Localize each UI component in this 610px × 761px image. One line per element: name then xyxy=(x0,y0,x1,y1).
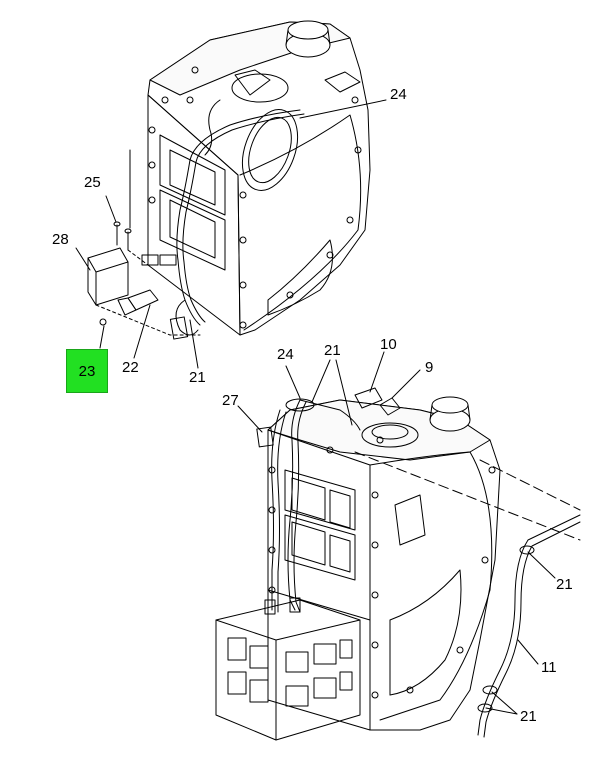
callout-24-upper: 24 xyxy=(390,86,407,103)
callout-21-lower: 21 xyxy=(520,708,537,725)
callout-23-highlight[interactable]: 23 xyxy=(66,349,108,393)
callout-23: 23 xyxy=(78,362,96,380)
callout-21-upper: 21 xyxy=(189,369,206,386)
callout-21-middle: 21 xyxy=(324,342,341,359)
callout-11: 11 xyxy=(541,659,557,676)
callout-25: 25 xyxy=(84,174,101,191)
leader-lines xyxy=(76,100,555,714)
callout-27: 27 xyxy=(222,392,239,409)
callout-24-lower: 24 xyxy=(277,346,294,363)
callout-21-right: 21 xyxy=(556,576,573,593)
upper-tank-assembly xyxy=(88,21,370,339)
callout-28: 28 xyxy=(52,231,69,248)
lower-tank-assembly xyxy=(216,388,580,740)
callout-22: 22 xyxy=(122,359,139,376)
callout-9: 9 xyxy=(425,359,434,376)
callout-10: 10 xyxy=(380,336,397,353)
